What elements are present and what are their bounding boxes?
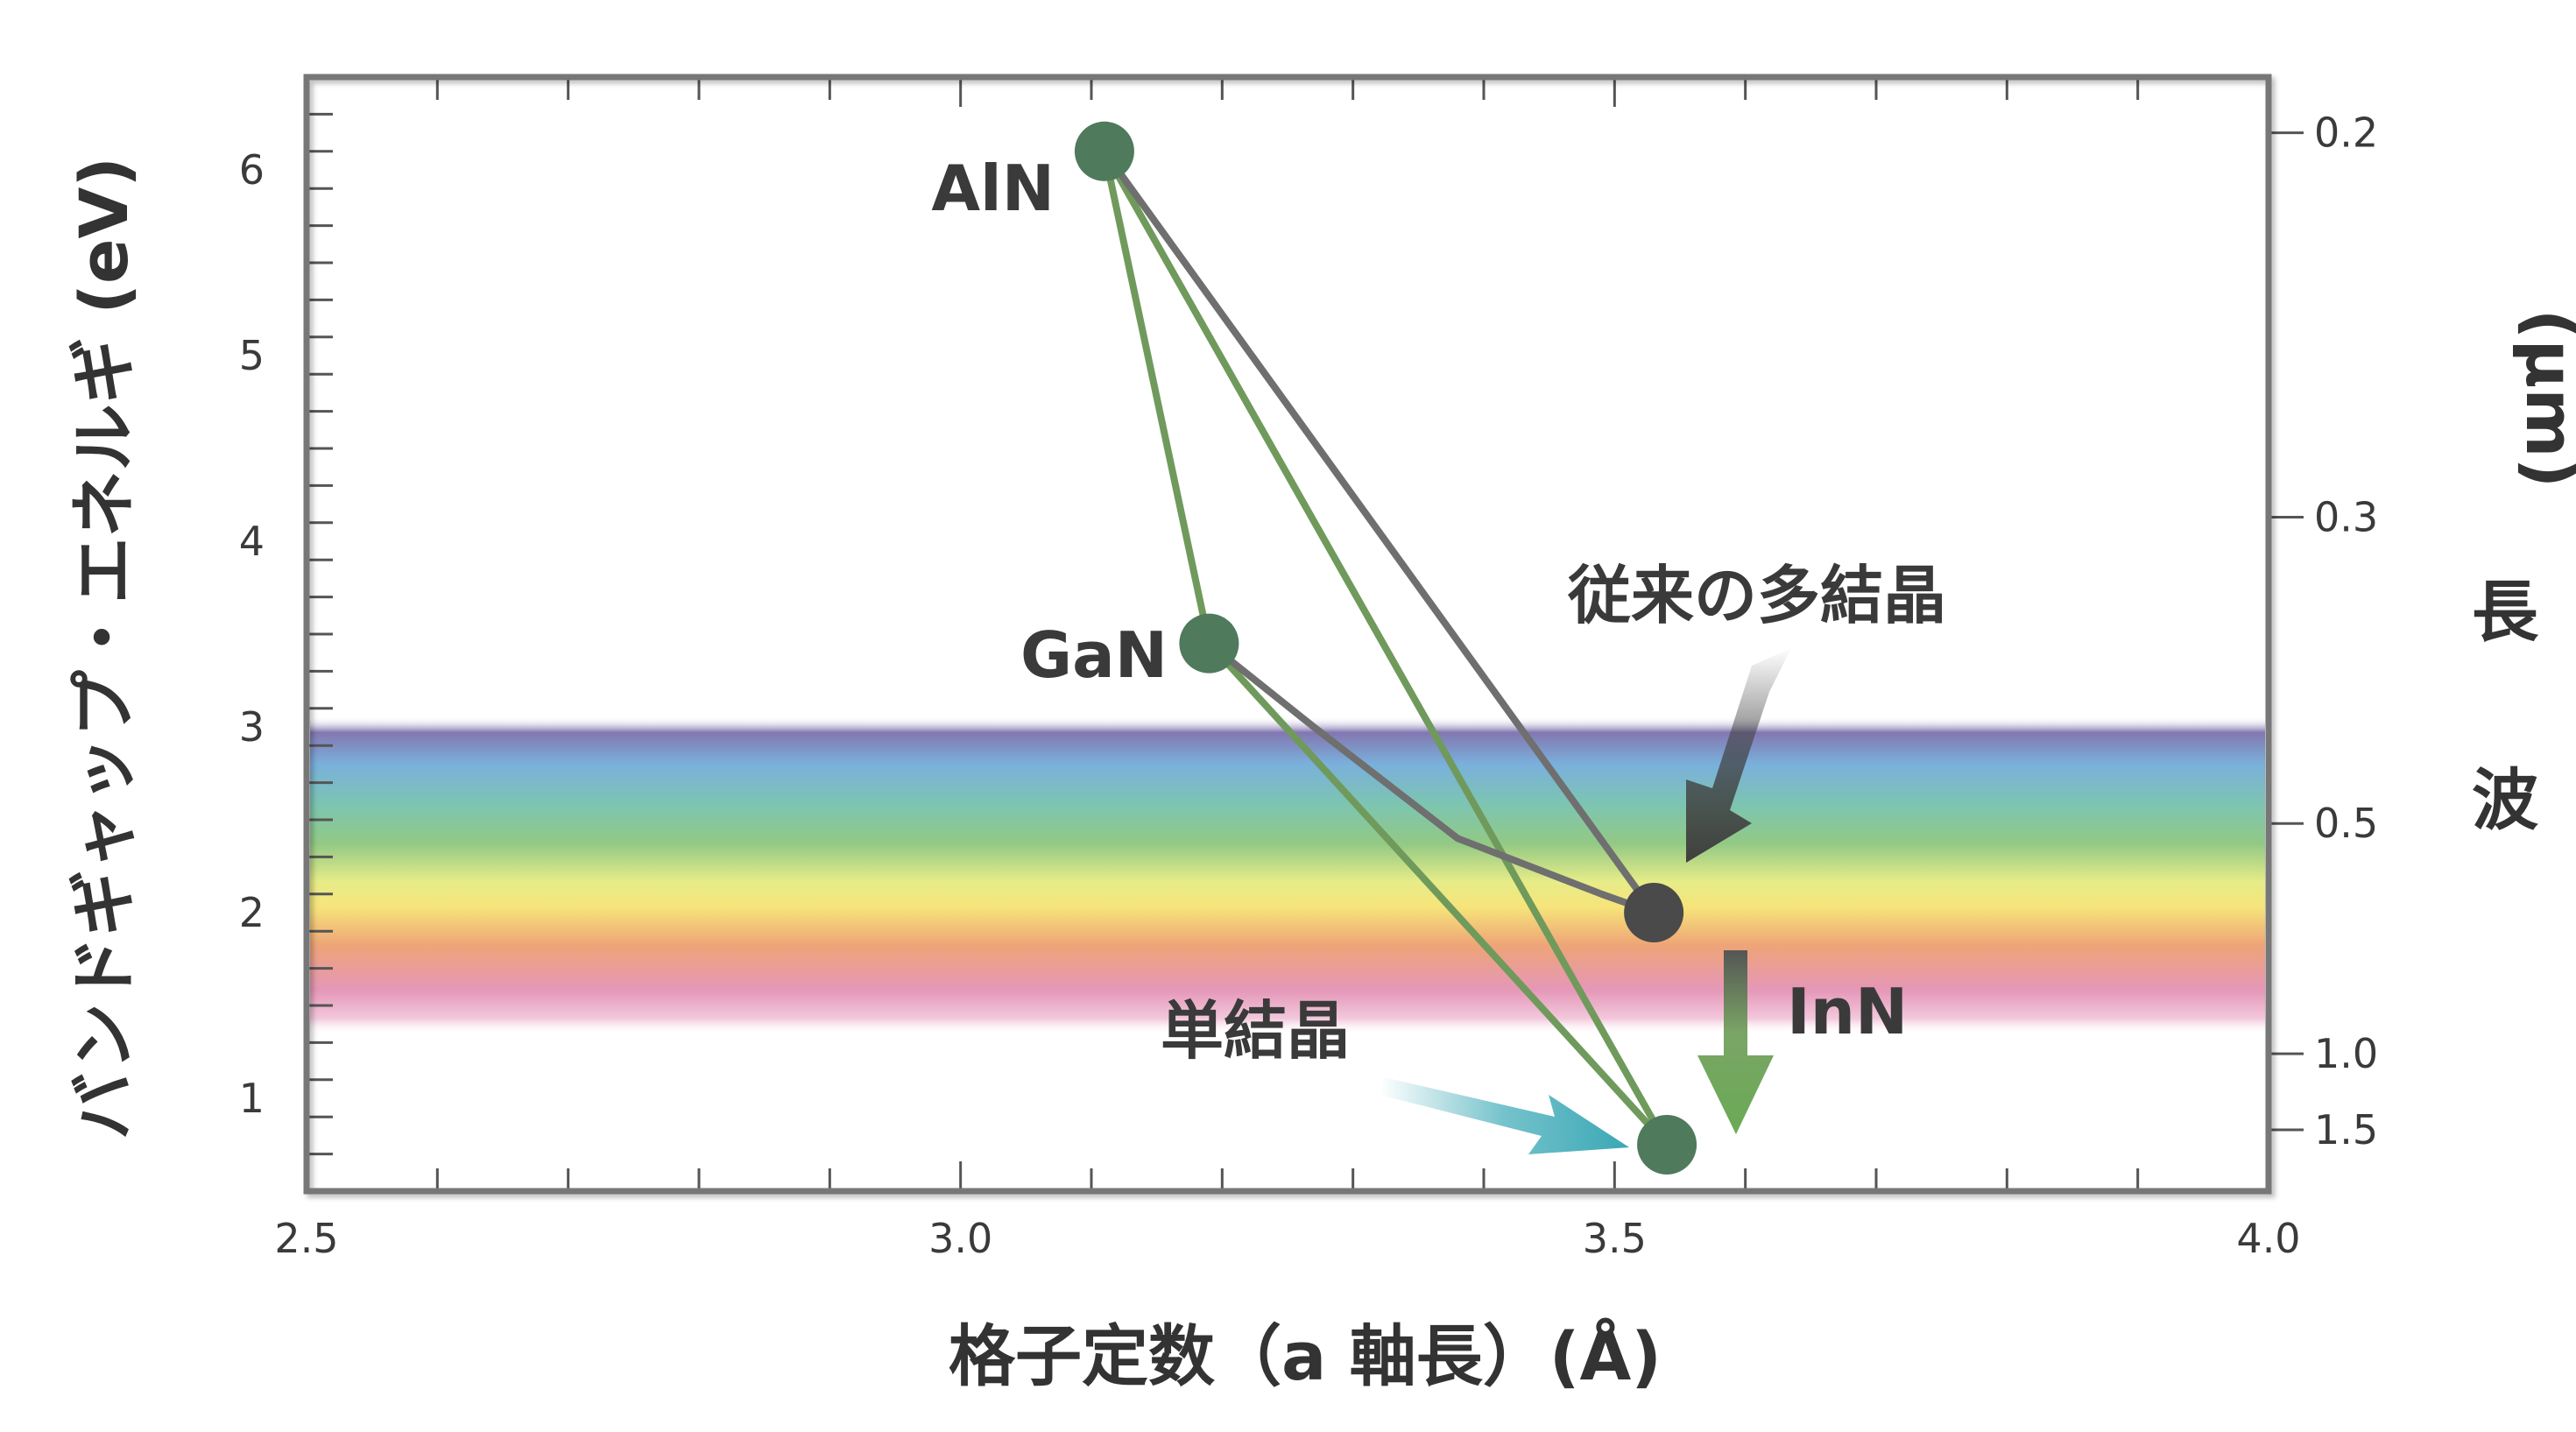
annotation-polycrystal-label: 従来の多結晶: [1567, 559, 1946, 632]
polycrystal-arrow: [1686, 648, 1791, 863]
y2-axis-title-part: 長: [2472, 573, 2539, 651]
y-tick-label: 2: [239, 889, 265, 936]
data-point-aln: [1074, 121, 1134, 181]
point-label-gan: GaN: [1020, 618, 1168, 692]
data-point-inn: [1637, 1115, 1697, 1175]
single-crystal-line: [1100, 147, 1213, 647]
y-tick-label: 1: [239, 1075, 265, 1122]
point-label-aln: AlN: [931, 152, 1055, 225]
y2-axis-title: 波 長 (μm): [2472, 309, 2576, 839]
x-axis-title: 格子定数（a 軸長）(Å): [949, 1317, 1662, 1395]
y2-tick-labels: 0.2 0.3 0.5 1.0 1.5: [2314, 109, 2378, 1153]
plot-area: [303, 74, 2304, 1195]
visible-light-band: [310, 716, 2265, 1035]
y-tick-label: 5: [239, 332, 265, 379]
y2-tick-label: 1.0: [2314, 1030, 2378, 1077]
y2-tick-label: 0.5: [2314, 800, 2378, 847]
y-tick-label: 4: [239, 518, 265, 565]
x-tick-label: 3.5: [1583, 1215, 1647, 1262]
polycrystal-line: [1100, 147, 1658, 916]
y2-tick-label: 0.2: [2314, 109, 2378, 157]
data-point-inn: [1624, 883, 1684, 942]
y2-axis-title-unit: (μm): [2511, 309, 2576, 489]
y-tick-label: 3: [239, 703, 265, 751]
y-axis-title: バンドギャップ・エネルギ (eV): [65, 157, 143, 1139]
point-label-inn: InN: [1787, 975, 1908, 1048]
single-crystal-line: [1100, 147, 1671, 1148]
y2-tick-label: 0.3: [2314, 493, 2378, 540]
x-tick-label: 2.5: [274, 1215, 338, 1262]
y2-tick-label: 1.5: [2314, 1106, 2378, 1153]
x-tick-labels: 2.5 3.0 3.5 4.0: [274, 1215, 2300, 1262]
series-lines: [1100, 147, 1671, 1148]
inn-arrow: [1697, 950, 1774, 1134]
single-crystal-arrow: [1380, 1077, 1629, 1154]
plot-frame: [303, 74, 2272, 1195]
polycrystal-line: [1205, 639, 1658, 916]
annotation-arrows: [1380, 648, 1791, 1154]
annotation-single-crystal-label: 単結晶: [1161, 994, 1350, 1068]
x-tick-label: 3.0: [928, 1215, 992, 1262]
data-point-gan: [1179, 613, 1239, 674]
y-tick-label: 6: [239, 146, 265, 194]
single-crystal-line: [1205, 639, 1671, 1148]
y2-axis-title-part: 波: [2472, 761, 2538, 839]
y-tick-labels: 1 2 3 4 5 6: [239, 146, 265, 1122]
data-points: [1074, 121, 1697, 1175]
axis-ticks: [307, 77, 2304, 1191]
x-tick-label: 4.0: [2236, 1215, 2300, 1262]
